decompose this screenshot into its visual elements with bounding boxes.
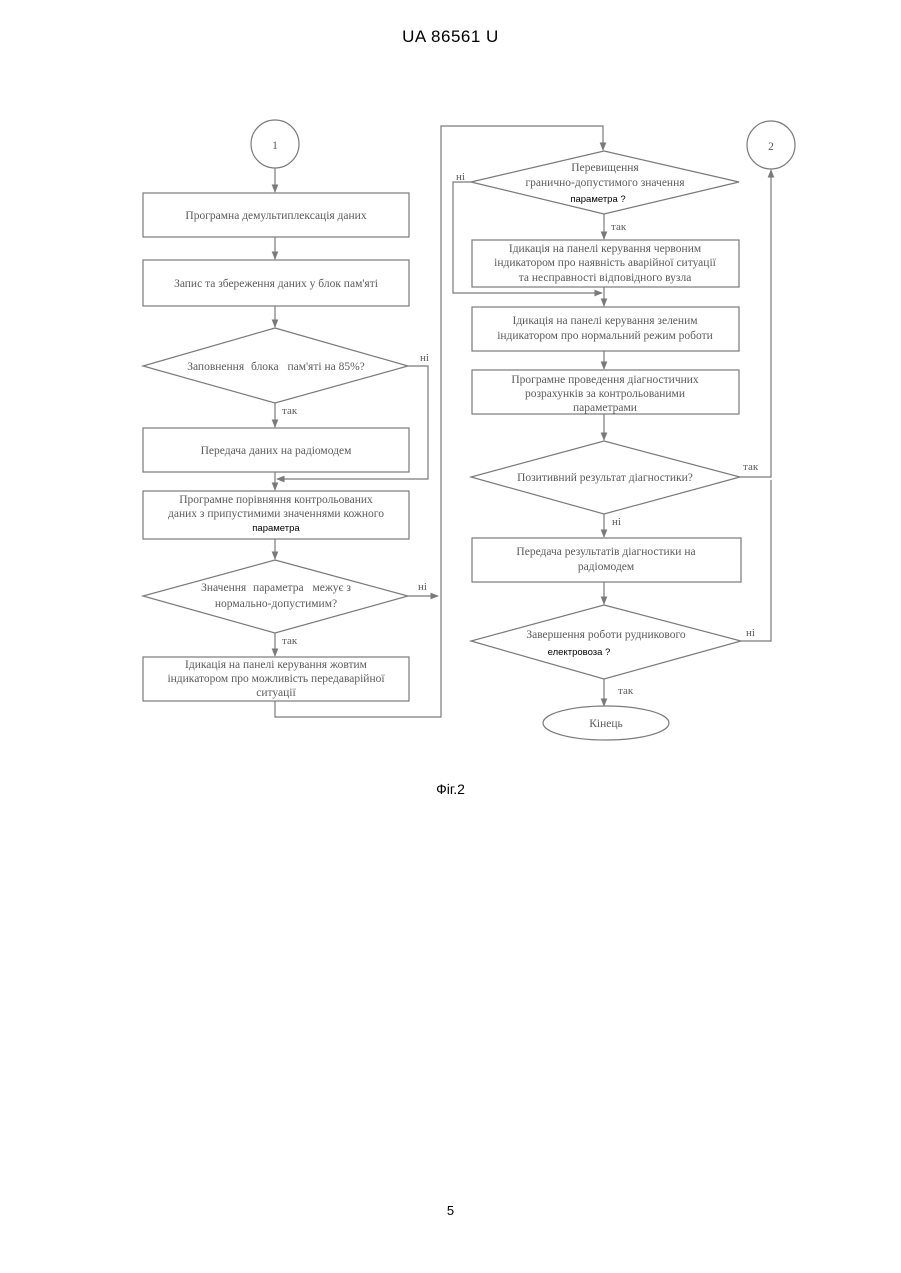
decision-limit-exceeded-line1: Перевищення: [571, 162, 639, 174]
step-yellow-indicator: Ідикація на панелі керування жовтим інди…: [143, 657, 409, 701]
connector-start: 1: [251, 120, 299, 168]
step-diagnostics-line2: розрахунків за контрольованими: [525, 388, 685, 400]
decision-diagnostic-positive: Позитивний результат діагностики?: [471, 441, 740, 514]
step-green-indicator-line1: Ідикація на панелі керування зеленим: [512, 315, 698, 327]
decision-param-normal-pre: Значення: [201, 582, 247, 594]
decision-param-normal-highlight: параметра: [253, 582, 304, 594]
step-red-indicator: Ідикація на панелі керування червоним ін…: [472, 240, 739, 287]
flow-arrow-yes: [740, 170, 771, 477]
label-no: ні: [746, 627, 755, 639]
label-yes: так: [618, 685, 634, 697]
decision-memory-full-highlight: блока: [251, 361, 279, 373]
connector-end: 2: [747, 121, 795, 169]
decision-param-normal-line2: нормально-допустимим?: [215, 598, 337, 610]
label-yes: так: [743, 461, 759, 473]
decision-memory-full: Заповнення блока пам'яті на 85%?: [143, 328, 408, 403]
step-compare-data-line1: Програмне порівняння контрольованих: [179, 494, 373, 506]
decision-limit-exceeded-line3: параметра ?: [570, 194, 625, 205]
decision-work-finished-line2: електровоза ?: [548, 647, 611, 658]
step-demultiplex-text: Програмна демультиплексація даних: [185, 210, 366, 222]
label-no: ні: [456, 171, 465, 183]
label-yes: так: [611, 221, 627, 233]
step-demultiplex: Програмна демультиплексація даних: [143, 193, 409, 237]
step-compare-data: Програмне порівняння контрольованих дани…: [143, 491, 409, 539]
step-compare-data-line3: параметра: [252, 523, 300, 534]
decision-limit-exceeded: Перевищення гранично-допустимого значенн…: [471, 151, 739, 214]
step-store-data-text: Запис та збереження даних у блок пам'яті: [174, 278, 378, 290]
decision-work-finished: Завершення роботи рудникового електровоз…: [471, 605, 741, 679]
connector-end-label: 2: [768, 141, 774, 153]
decision-work-finished-line1: Завершення роботи рудникового: [526, 629, 686, 641]
decision-param-normal: Значення параметра межує з нормально-доп…: [143, 560, 408, 633]
step-transmit-results-line1: Передача результатів діагностики на: [516, 546, 695, 558]
svg-text:Заповнення блока п: Заповнення блока пам'яті на 85%?: [187, 361, 365, 373]
decision-memory-full-post: пам'яті на 85%?: [287, 361, 364, 373]
decision-memory-full-pre: Заповнення: [187, 361, 245, 373]
page-number: 5: [0, 1203, 901, 1218]
step-red-indicator-line1: Ідикація на панелі керування червоним: [509, 243, 702, 255]
terminator-end-text: Кінець: [589, 718, 623, 730]
step-transmit-modem-text: Передача даних на радіомодем: [201, 445, 352, 457]
decision-limit-exceeded-line2: гранично-допустимого значення: [525, 177, 685, 189]
step-green-indicator-line2: індикатором про нормальний режим роботи: [497, 330, 713, 342]
svg-text:Значення параметра: Значення параметра межує з: [201, 582, 351, 594]
step-diagnostics: Програмне проведення діагностичних розра…: [472, 370, 739, 414]
step-store-data: Запис та збереження даних у блок пам'яті: [143, 260, 409, 306]
step-diagnostics-line1: Програмне проведення діагностичних: [511, 374, 699, 386]
label-no: ні: [612, 516, 621, 528]
label-no: ні: [420, 352, 429, 364]
step-green-indicator: Ідикація на панелі керування зеленим інд…: [472, 307, 739, 351]
step-transmit-modem: Передача даних на радіомодем: [143, 428, 409, 472]
step-diagnostics-line3: параметрами: [573, 402, 637, 414]
decision-diagnostic-positive-text: Позитивний результат діагностики?: [517, 472, 693, 484]
step-transmit-results: Передача результатів діагностики на раді…: [472, 538, 741, 582]
step-yellow-indicator-line3: ситуації: [256, 687, 296, 699]
step-yellow-indicator-line2: індикатором про можливість передаварійно…: [167, 673, 385, 685]
step-red-indicator-line3: та несправності відповідного вузла: [519, 272, 692, 284]
label-no: ні: [418, 581, 427, 593]
figure-caption: Фіг.2: [0, 781, 901, 797]
flow-line-no: [741, 480, 771, 641]
step-compare-data-line2: даних з припустимими значеннями кожного: [168, 508, 384, 520]
label-yes: так: [282, 635, 298, 647]
step-red-indicator-line2: індикатором про наявність аварійної ситу…: [494, 257, 716, 269]
label-yes: так: [282, 405, 298, 417]
step-yellow-indicator-line1: Ідикація на панелі керування жовтим: [185, 659, 368, 671]
decision-param-normal-post: межує з: [312, 582, 351, 594]
step-transmit-results-line2: радіомодем: [578, 561, 635, 573]
terminator-end: Кінець: [543, 706, 669, 740]
connector-start-label: 1: [272, 140, 278, 152]
